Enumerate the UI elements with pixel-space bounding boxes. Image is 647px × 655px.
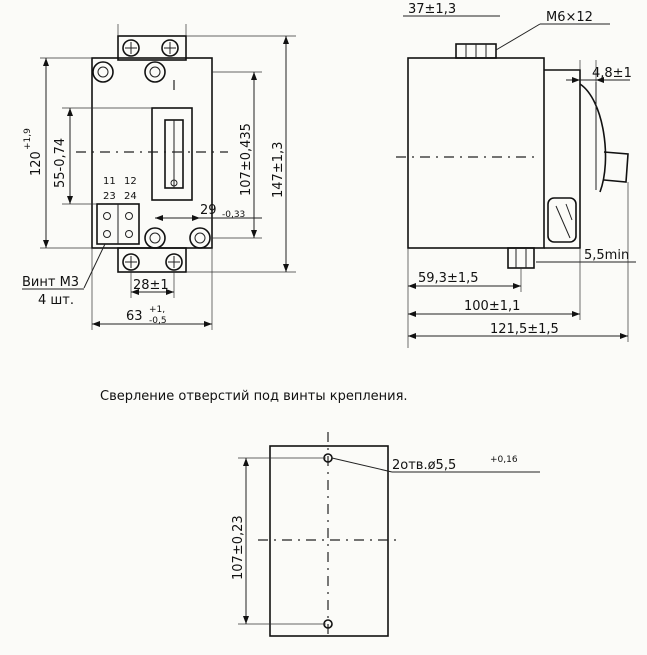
side-view: М6×12 4,8±1 5,5min 59,3±1,5 [396, 10, 636, 348]
side-body-outline [407, 57, 545, 249]
dim-5-5-min: 5,5min [584, 248, 629, 263]
dim-63-tol-upper: +1, [149, 305, 165, 315]
front-top-terminal-block [117, 35, 187, 61]
terminal-12-label: 12 [124, 176, 137, 187]
terminal-11-label: 11 [103, 176, 116, 187]
dim-28: 28±1 [133, 278, 169, 293]
dim-107-drill: 107±0,23 [231, 515, 246, 580]
drilling-caption: Сверление отверстий под винты крепления. [100, 389, 408, 404]
screw-icon [161, 39, 179, 57]
screw-icon [189, 227, 211, 249]
screw-count-label: 4 шт. [38, 293, 74, 308]
screw-icon [144, 61, 166, 83]
front-view: 11 12 23 24 147±1,3 107±0,435 120 +1,9 [22, 24, 296, 330]
dim-120: 120 [29, 151, 44, 176]
screw-icon [165, 253, 183, 271]
screw-icon [92, 61, 114, 83]
dim-107-front: 107±0,435 [239, 123, 254, 196]
dim-121-5: 121,5±1,5 [490, 322, 559, 337]
dim-29: 29 [200, 203, 217, 218]
screw-icon [122, 253, 140, 271]
dim-100: 100±1,1 [464, 299, 520, 314]
screw-m3-label: Винт М3 [22, 275, 79, 290]
terminal-24-label: 24 [124, 191, 137, 202]
front-bottom-terminal-block [117, 247, 187, 273]
dim-147: 147±1,3 [271, 142, 286, 198]
dim-4-8: 4,8±1 [592, 66, 632, 81]
screw-m6-label: М6×12 [546, 10, 593, 25]
dim-29-tolerance: -0,33 [222, 210, 245, 220]
dim-59-3: 59,3±1,5 [418, 271, 479, 286]
drill-view: 2отв.ø5,5 +0,16 107±0,23 [231, 432, 540, 640]
screw-icon [144, 227, 166, 249]
hole-tolerance: +0,16 [490, 455, 518, 465]
dim-37: 37±1,3 [408, 2, 456, 17]
handle-window [151, 107, 193, 201]
hole-spec-label: 2отв.ø5,5 [392, 458, 456, 473]
dim-55: 55-0,74 [53, 138, 68, 188]
dim-120-tolerance: +1,9 [23, 128, 33, 150]
dim-63: 63 [126, 309, 143, 324]
drill-template-outline [269, 445, 389, 637]
screw-icon [122, 39, 140, 57]
terminal-23-label: 23 [103, 191, 116, 202]
dim-63-tol-lower: -0,5 [149, 316, 167, 326]
